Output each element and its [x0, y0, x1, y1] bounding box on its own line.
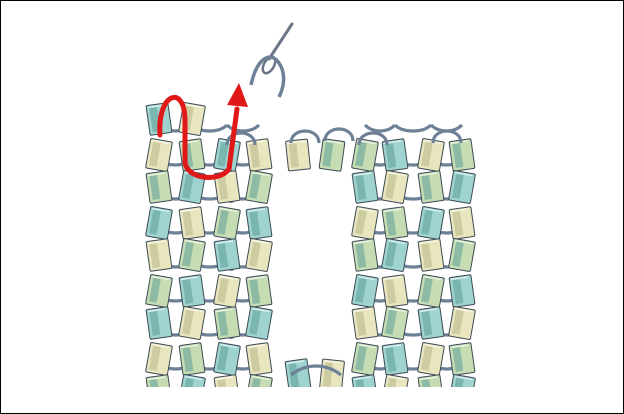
- bead: [418, 274, 445, 307]
- bead: [418, 342, 445, 375]
- thread-segment: [365, 397, 395, 403]
- bead: [418, 171, 444, 204]
- bead: [179, 275, 205, 308]
- bead: [146, 307, 172, 340]
- bead: [246, 374, 273, 407]
- bead: [246, 306, 273, 339]
- bead: [352, 206, 379, 239]
- bead: [449, 170, 476, 203]
- bead: [214, 274, 241, 307]
- bead: [146, 206, 173, 239]
- bead: [146, 239, 172, 272]
- bead: [246, 139, 272, 172]
- thread-segment: [192, 397, 227, 403]
- bead: [246, 238, 273, 271]
- bead: [382, 343, 408, 376]
- bead: [418, 138, 445, 171]
- bead: [352, 274, 379, 307]
- bead: [146, 375, 172, 408]
- bead: [449, 139, 475, 172]
- thread-segment: [159, 397, 192, 403]
- bead: [246, 170, 273, 203]
- bead: [449, 207, 475, 240]
- bead: [285, 139, 310, 171]
- thread-segment: [431, 397, 462, 403]
- bead: [146, 342, 173, 375]
- bead: [418, 239, 444, 272]
- bead: [179, 343, 205, 376]
- bead: [352, 307, 378, 340]
- bead: [179, 374, 206, 407]
- bead: [352, 375, 378, 408]
- bead: [285, 359, 311, 392]
- bead: [246, 207, 272, 240]
- bead: [319, 139, 345, 172]
- thread-segment: [395, 125, 431, 131]
- bead: [449, 238, 476, 271]
- bead: [449, 306, 476, 339]
- bead: [449, 275, 475, 308]
- bead: [382, 207, 408, 240]
- bead: [382, 275, 408, 308]
- bead: [246, 343, 272, 376]
- bead: [214, 342, 241, 375]
- bead: [179, 306, 206, 339]
- needle-shaft: [269, 24, 292, 59]
- bead: [382, 374, 409, 407]
- bead: [146, 138, 173, 171]
- bead: [214, 375, 240, 408]
- thread-segment: [395, 397, 431, 403]
- bead: [418, 375, 444, 408]
- bead: [382, 170, 409, 203]
- bead: [352, 342, 379, 375]
- bead: [246, 275, 272, 308]
- bead: [382, 238, 409, 271]
- needle-icon: [251, 24, 292, 97]
- arrow-head-icon: [227, 83, 248, 107]
- bead: [352, 138, 379, 171]
- bead: [382, 306, 409, 339]
- bead: [179, 238, 206, 271]
- bead: [179, 207, 205, 240]
- needle-thread: [251, 57, 284, 97]
- bead: [352, 239, 378, 272]
- bead: [418, 307, 444, 340]
- thread-segment: [365, 125, 395, 131]
- bead: [214, 206, 241, 239]
- bead: [214, 307, 240, 340]
- bead: [449, 343, 475, 376]
- bead: [146, 274, 173, 307]
- bead: [352, 171, 378, 204]
- bead-grid: [146, 102, 476, 407]
- thread-segment: [227, 397, 259, 403]
- bead: [449, 374, 476, 407]
- bead: [146, 171, 172, 204]
- bead: [418, 206, 445, 239]
- bead: [214, 239, 240, 272]
